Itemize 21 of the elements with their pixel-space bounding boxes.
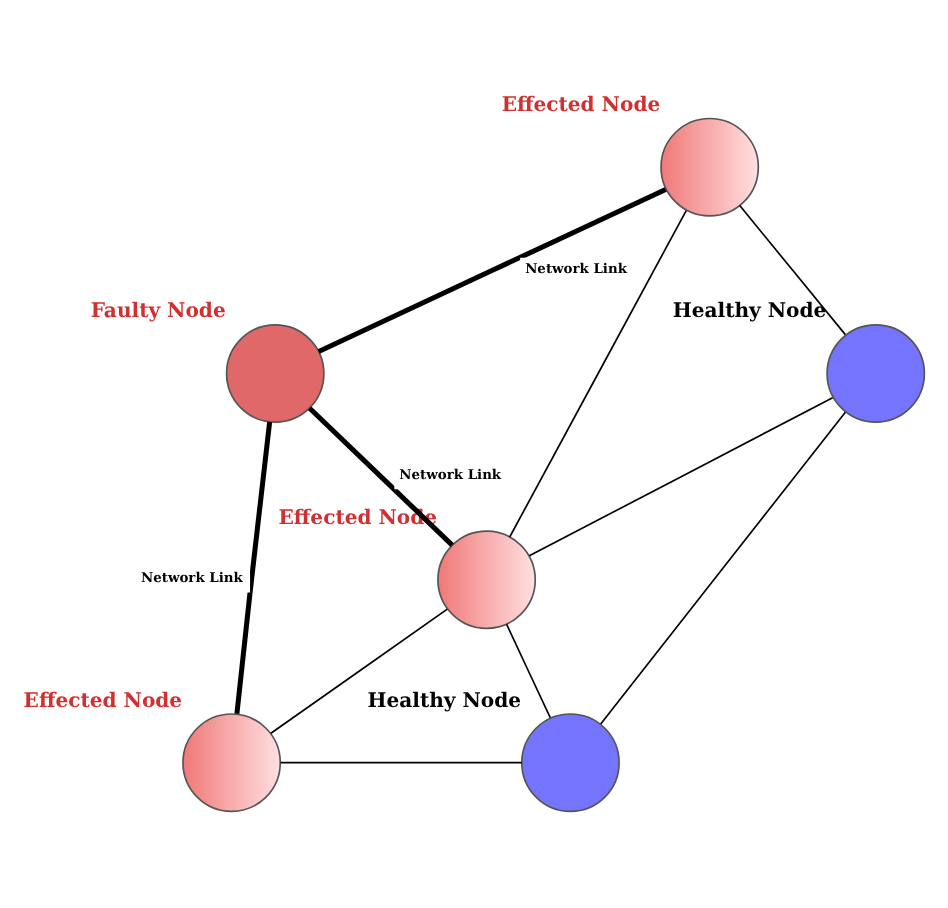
connector bbox=[508, 209, 688, 538]
node-circle bbox=[225, 324, 325, 423]
node-label: Faulty Node bbox=[90, 301, 226, 324]
connector bbox=[599, 411, 847, 725]
connector bbox=[738, 204, 847, 336]
connector bbox=[317, 187, 667, 354]
node-label: Healthy Node bbox=[367, 690, 522, 713]
connector bbox=[234, 421, 273, 715]
connector bbox=[279, 761, 523, 764]
connector bbox=[528, 396, 834, 557]
node-circle bbox=[182, 713, 282, 813]
node-label: Effected Node bbox=[501, 95, 661, 118]
node-circle bbox=[826, 324, 926, 423]
node-circle bbox=[660, 117, 760, 217]
node-label: Effected Node bbox=[23, 690, 183, 713]
node-circle bbox=[520, 713, 620, 813]
connector bbox=[505, 623, 552, 719]
connector bbox=[307, 406, 454, 547]
node-circle bbox=[437, 530, 537, 630]
node-label: Healthy Node bbox=[672, 301, 827, 324]
connector bbox=[270, 608, 449, 735]
